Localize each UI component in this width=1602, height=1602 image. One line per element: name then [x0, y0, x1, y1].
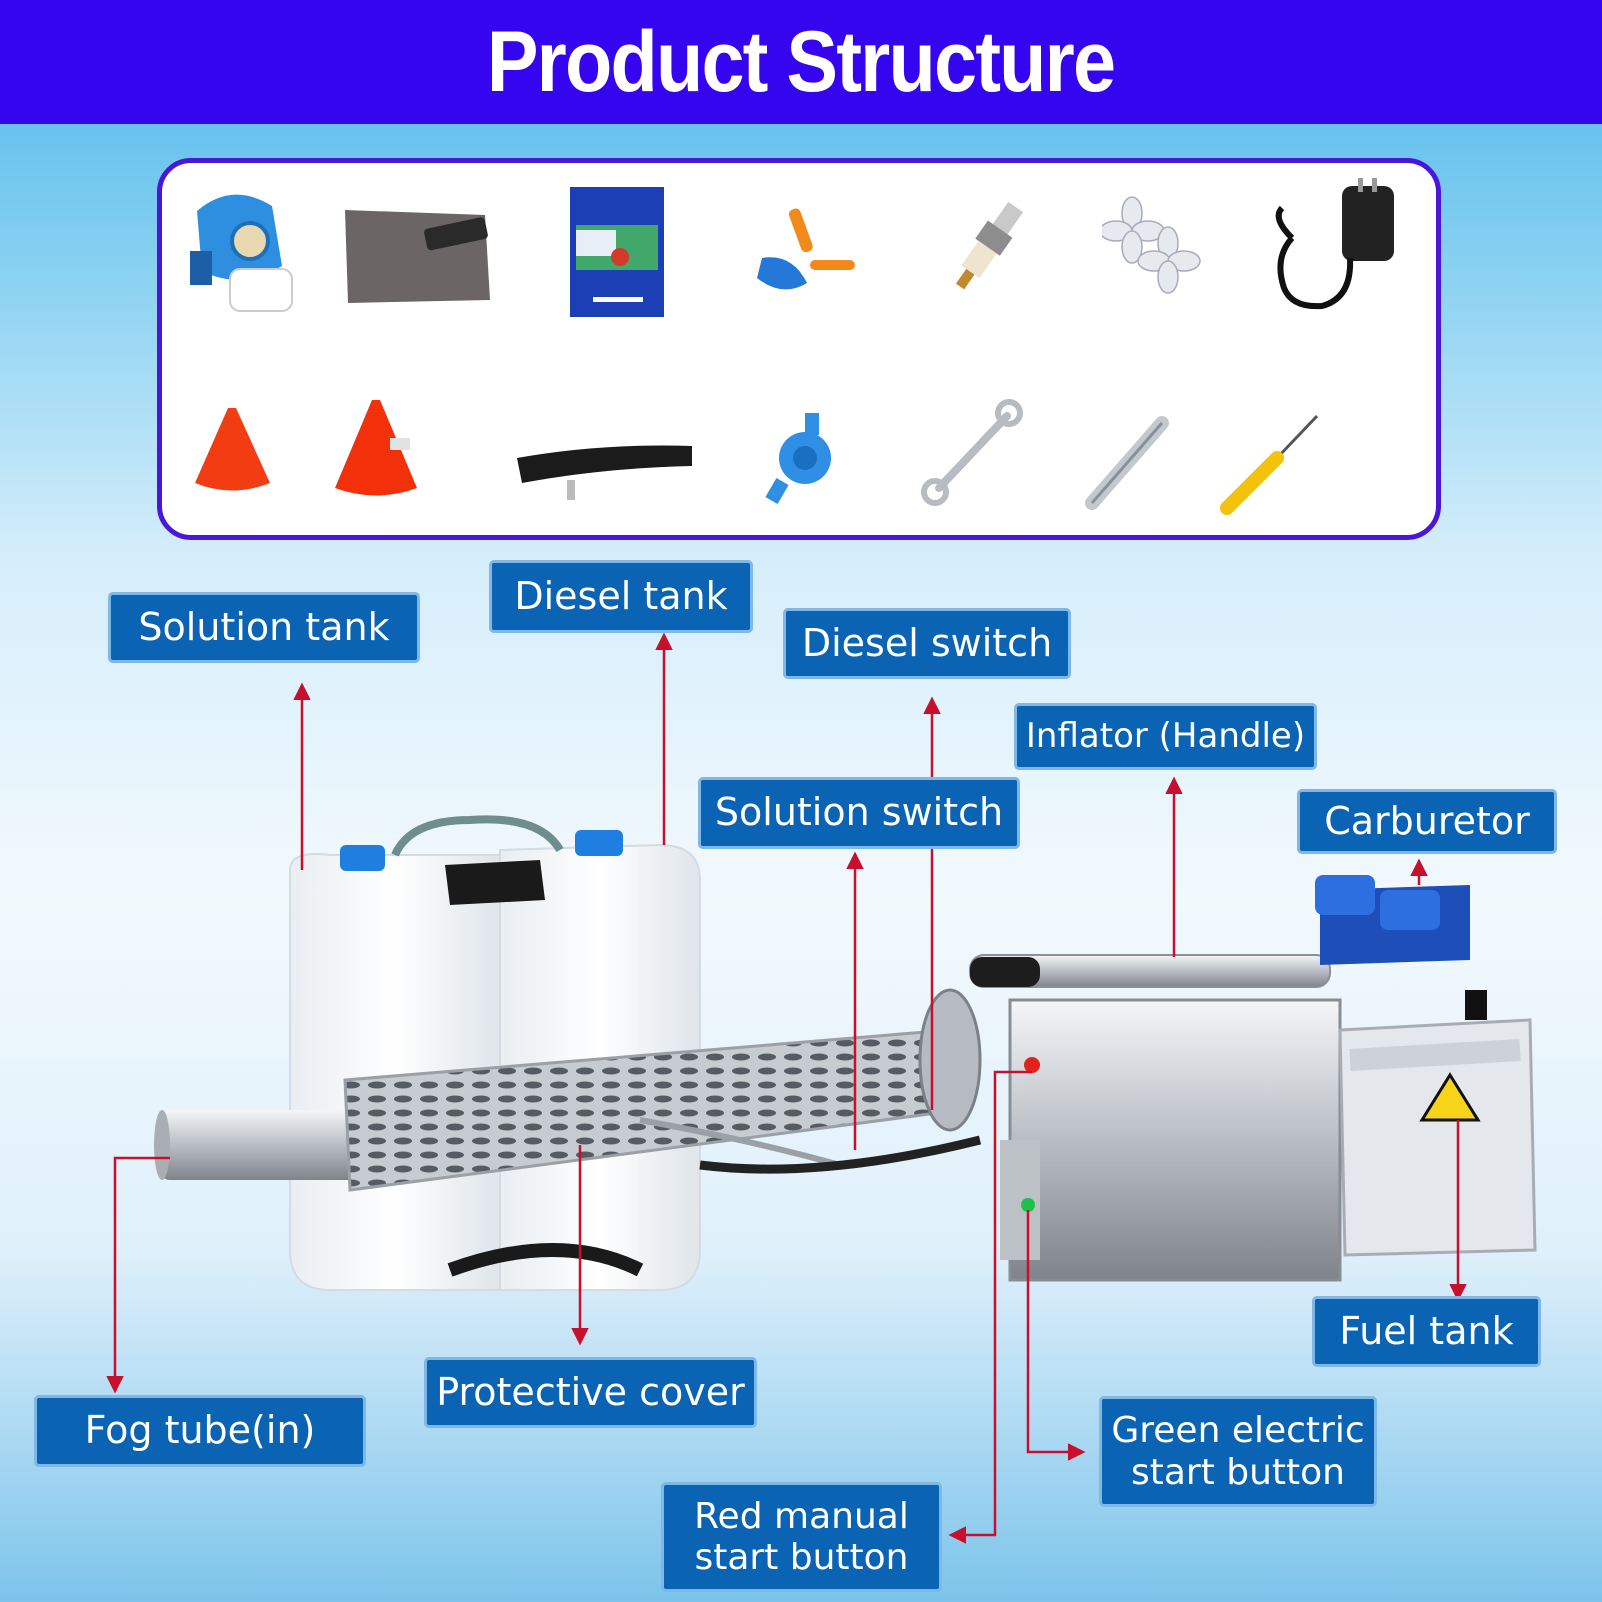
arrow-red-button [948, 1070, 1032, 1544]
large-funnel-icon [335, 400, 417, 496]
power-adapter-icon [1275, 178, 1394, 310]
wrench-icon [921, 399, 1023, 506]
callout-carburetor: Carburetor [1297, 789, 1557, 854]
arrow-fog-tube [106, 1156, 170, 1394]
callout-label: Inflator (Handle) [1025, 715, 1306, 756]
callout-arrows [106, 632, 1467, 1544]
accessories-panel [157, 158, 1441, 540]
callout-label-line1: Green electric [1111, 1410, 1365, 1452]
callout-diesel-tank: Diesel tank [489, 560, 753, 633]
callout-solution-tank: Solution tank [108, 592, 420, 663]
callout-inflator-handle: Inflator (Handle) [1014, 703, 1317, 770]
callout-label: Protective cover [436, 1369, 745, 1414]
fuel-tank-body [1338, 990, 1537, 1257]
callout-label: Fuel tank [1339, 1308, 1514, 1353]
header-banner: Product Structure [0, 0, 1602, 124]
storage-bag-icon [345, 210, 490, 303]
callout-label: Diesel switch [801, 620, 1053, 665]
callout-fog-tube: Fog tube(in) [34, 1395, 366, 1467]
callout-fuel-tank: Fuel tank [1312, 1296, 1541, 1367]
manual-booklet-icon [570, 187, 664, 317]
shoulder-strap-icon [517, 445, 692, 500]
arrow-green-button [1026, 1210, 1086, 1461]
callout-diesel-switch: Diesel switch [783, 608, 1071, 679]
callout-solution-switch: Solution switch [698, 777, 1020, 849]
engine-housing [969, 875, 1470, 1282]
fog-tube-assembly [154, 988, 982, 1192]
callout-label: Carburetor [1324, 798, 1530, 843]
callout-protective-cover: Protective cover [424, 1357, 757, 1428]
callout-label: Solution switch [714, 790, 1004, 835]
small-funnel-icon [195, 408, 270, 491]
fuel-filter-icon [765, 413, 831, 505]
callout-label: Diesel tank [514, 573, 728, 618]
callout-label: Solution tank [138, 604, 390, 649]
screwdriver-icon [1220, 414, 1319, 515]
page-title: Product Structure [487, 13, 1116, 110]
callout-label: Fog tube(in) [84, 1408, 316, 1453]
spark-plug-icon [955, 201, 1024, 290]
socket-spanner-icon [1085, 416, 1169, 510]
respirator-mask-icon [190, 194, 293, 312]
callout-label-line2: start button [1130, 1451, 1345, 1493]
nozzle-fittings-icon [757, 208, 855, 290]
callout-label-line1: Red manual [694, 1495, 909, 1537]
callout-label-line2: start button [694, 1537, 909, 1578]
spare-valve-petals-icon [1102, 196, 1201, 294]
